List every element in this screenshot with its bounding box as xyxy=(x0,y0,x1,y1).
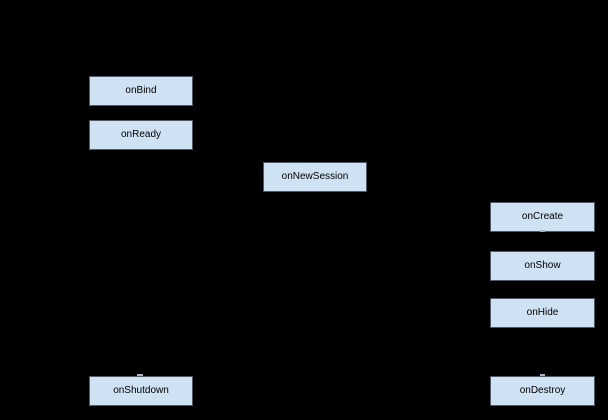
node-onready-label: onReady xyxy=(120,129,162,140)
arrowhead-remnant-ondestroy xyxy=(540,374,545,376)
node-onbind: onBind xyxy=(89,76,193,106)
node-onshow: onShow xyxy=(490,251,595,281)
node-onbind-label: onBind xyxy=(125,85,157,96)
node-onhide-label: onHide xyxy=(526,307,559,318)
node-oncreate: onCreate xyxy=(490,202,595,232)
node-ondestroy-label: onDestroy xyxy=(519,385,566,396)
node-oncreate-label: onCreate xyxy=(521,211,564,222)
node-onnewsession: onNewSession xyxy=(263,162,367,192)
node-onhide: onHide xyxy=(490,298,595,328)
node-onshutdown: onShutdown xyxy=(89,376,193,406)
node-ondestroy: onDestroy xyxy=(490,376,595,406)
node-onnewsession-label: onNewSession xyxy=(281,171,349,182)
node-onready: onReady xyxy=(89,120,193,150)
node-onshow-label: onShow xyxy=(524,260,561,271)
arrowhead-remnant-oncreate xyxy=(540,230,545,232)
arrowhead-remnant-onshutdown xyxy=(137,374,143,376)
node-onshutdown-label: onShutdown xyxy=(113,385,169,396)
